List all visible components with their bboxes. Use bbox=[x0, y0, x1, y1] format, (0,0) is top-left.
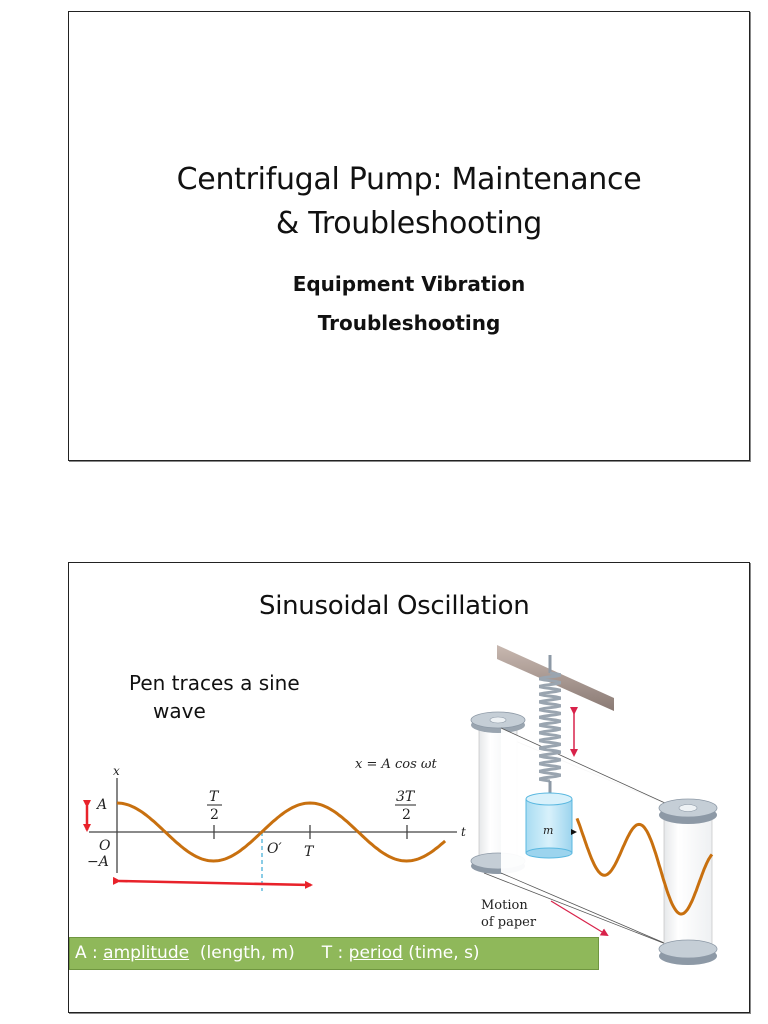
y-axis-label: x bbox=[113, 764, 120, 778]
slide-subtitle-line2: Troubleshooting bbox=[317, 311, 501, 335]
slide-title: Sinusoidal Oscillation bbox=[259, 591, 530, 621]
oscillation-diagram: x A O −A O′ T t T 2 3T 2 x = A cos ωt bbox=[83, 645, 718, 965]
definitions-bar: A : amplitude (length, m) T : period (ti… bbox=[69, 937, 599, 970]
caption-line1: Pen traces a sine bbox=[129, 671, 300, 695]
sine-wave bbox=[116, 801, 447, 863]
label-origin: O bbox=[99, 838, 111, 854]
paper-bottom-edge-front bbox=[500, 872, 677, 949]
period-arrow bbox=[112, 876, 313, 889]
slide-title-line2: & Troubleshooting bbox=[275, 206, 543, 241]
amplitude-term: amplitude bbox=[103, 943, 190, 963]
caption-line2: wave bbox=[153, 699, 206, 723]
slide-title: Centrifugal Pump: Maintenance & Troubles… bbox=[69, 158, 749, 246]
label-origin-prime: O′ bbox=[267, 841, 282, 857]
pen-tip bbox=[571, 829, 577, 835]
paper-top-edge-front bbox=[500, 727, 677, 809]
mass-top bbox=[525, 792, 573, 806]
half-period-numerator: T bbox=[209, 789, 220, 805]
caption: Pen traces a sine wave bbox=[129, 669, 300, 725]
left-roller-top-hole bbox=[489, 716, 507, 724]
period-prefix: T : bbox=[321, 943, 349, 963]
right-roller bbox=[663, 810, 713, 952]
label-period-tick: T bbox=[304, 844, 315, 860]
three-half-denominator: 2 bbox=[402, 807, 411, 823]
right-roller-bottom-cap-face bbox=[658, 939, 718, 959]
t-axis-label: t bbox=[461, 825, 466, 839]
period-suffix: (time, s) bbox=[402, 943, 480, 963]
period-term: period bbox=[348, 943, 403, 963]
amplitude-suffix: (length, m) bbox=[189, 943, 322, 963]
mass-block bbox=[525, 798, 573, 854]
half-period-denominator: 2 bbox=[210, 807, 219, 823]
label-minus-amplitude: −A bbox=[87, 854, 109, 870]
paper-bottom-edge bbox=[483, 872, 677, 949]
motion-label-line2: of paper bbox=[481, 915, 537, 930]
sinusoidal-oscillation-slide: Sinusoidal Oscillation Pen traces a sine… bbox=[68, 562, 750, 1013]
spring bbox=[539, 671, 561, 783]
mass-label: m bbox=[543, 824, 553, 837]
title-slide: Centrifugal Pump: Maintenance & Troubles… bbox=[68, 11, 750, 461]
label-amplitude: A bbox=[95, 797, 107, 813]
slide-subtitle-line1: Equipment Vibration bbox=[292, 272, 526, 296]
right-roller-top-hole bbox=[678, 804, 698, 812]
slide-title-line1: Centrifugal Pump: Maintenance bbox=[176, 162, 642, 197]
paper-strip bbox=[501, 728, 676, 948]
paper-motion-arrow bbox=[550, 900, 609, 937]
equation-label: x = A cos ωt bbox=[355, 757, 438, 772]
paper-trace-wave bbox=[575, 817, 714, 916]
motion-label-line1: Motion bbox=[481, 898, 528, 913]
three-half-numerator: 3T bbox=[396, 789, 416, 805]
ceiling-support bbox=[497, 645, 614, 711]
mass-bottom bbox=[525, 847, 573, 859]
amplitude-prefix: A : bbox=[75, 943, 104, 963]
